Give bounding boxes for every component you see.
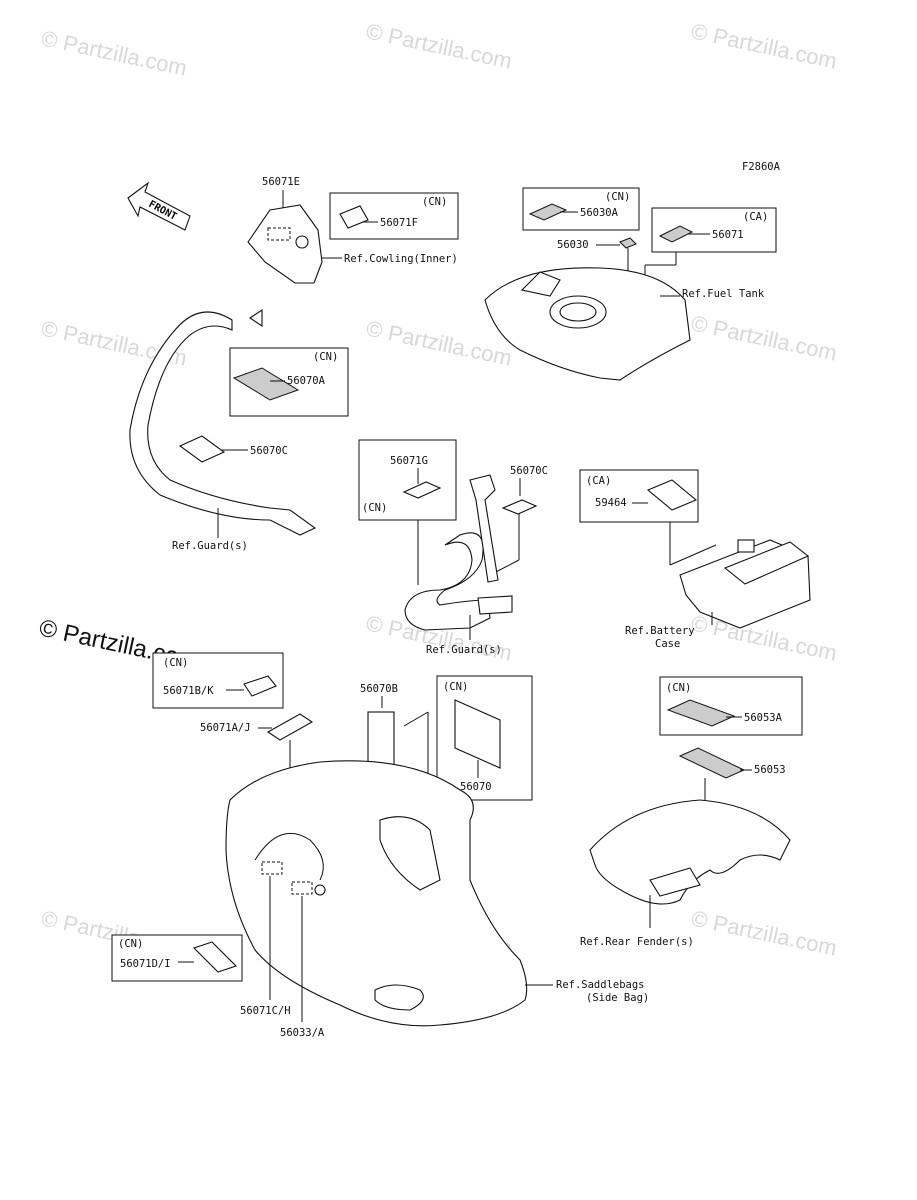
ref-guard-center-label: Ref.Guard(s) xyxy=(426,644,502,656)
part-56053A-label: 56053A xyxy=(744,712,783,724)
part-56071E-label: 56071E xyxy=(262,176,300,188)
ca-tag: (CA) xyxy=(743,211,768,223)
watermark: © Partzilla.com xyxy=(689,310,839,365)
part-56071F-label: 56071F xyxy=(380,217,418,229)
cn-tag: (CN) xyxy=(443,681,468,693)
watermark: © Partzilla.com xyxy=(364,315,514,370)
cowling-inner-part xyxy=(247,204,323,284)
part-56071G-label: 56071G xyxy=(390,455,428,467)
ref-battery-label-2: Case xyxy=(655,638,680,650)
ref-fuel-tank-label: Ref.Fuel Tank xyxy=(682,288,765,300)
diagram-code: F2860A xyxy=(742,161,781,173)
label-59464-icon xyxy=(646,479,698,511)
part-56071DI-label: 56071D/I xyxy=(120,958,171,970)
ref-battery-label-1: Ref.Battery xyxy=(625,625,695,637)
label-56053-icon xyxy=(678,747,746,779)
guard-center-part xyxy=(404,532,491,631)
cn-tag: (CN) xyxy=(362,502,387,514)
part-56071BK-label: 56071B/K xyxy=(163,685,214,697)
cn-tag: (CN) xyxy=(163,657,188,669)
cn-box-56071G xyxy=(358,439,457,521)
watermark: © Partzilla.com xyxy=(689,905,839,960)
label-56070C-2-icon xyxy=(501,499,538,515)
label-56030-icon xyxy=(619,237,637,249)
part-56071AJ-label: 56071A/J xyxy=(200,722,251,734)
rear-fender-group: (CN) 56053A 56053 Ref.Rear Fender(s) xyxy=(580,676,803,948)
part-56053-label: 56053 xyxy=(754,764,786,776)
cn-tag: (CN) xyxy=(605,191,630,203)
ref-saddlebags-label-1: Ref.Saddlebags xyxy=(556,979,645,991)
part-56070C-2-label: 56070C xyxy=(510,465,548,477)
label-56070A-icon xyxy=(232,367,300,401)
label-56071DI-icon xyxy=(192,941,238,973)
label-56053A-icon xyxy=(666,699,736,727)
cn-tag: (CN) xyxy=(313,351,338,363)
watermark: © Partzilla.com xyxy=(689,18,839,73)
cn-box-56071F xyxy=(329,192,459,240)
fuel-tank-group: (CN) 56030A 56030 (CA) 56071 Ref.Fuel Ta… xyxy=(484,187,777,381)
watermark: © Partzilla.com xyxy=(364,18,514,73)
ref-cowling-label: Ref.Cowling(Inner) xyxy=(344,253,458,265)
part-56071CH-label: 56071C/H xyxy=(240,1005,291,1017)
cn-tag: (CN) xyxy=(118,938,143,950)
part-56071-label: 56071 xyxy=(712,229,744,241)
part-56070B-label: 56070B xyxy=(360,683,398,695)
watermark: © Partzilla.com xyxy=(39,25,189,80)
saddlebag-part xyxy=(225,760,528,1027)
label-56070B-icon xyxy=(367,711,395,767)
rear-fender-part xyxy=(589,799,791,905)
ref-rear-fender-label: Ref.Rear Fender(s) xyxy=(580,936,694,948)
ref-saddlebags-label-2: (Side Bag) xyxy=(586,992,649,1004)
label-56070C-icon xyxy=(178,435,226,463)
label-56071-icon xyxy=(658,225,694,243)
label-56071F-icon xyxy=(339,205,369,229)
battery-case-group: (CA) 59464 Ref.Battery Case xyxy=(579,469,811,650)
guard-left-group: (CN) 56070A 56070C Ref.Guard(s) xyxy=(129,308,349,552)
ref-guard-label: Ref.Guard(s) xyxy=(172,540,248,552)
part-56070A-label: 56070A xyxy=(287,375,326,387)
front-arrow-icon: FRONT xyxy=(127,181,191,231)
cowling-inner-group: 56071E Ref.Cowling(Inner) (CN) 56071F xyxy=(247,176,459,284)
part-56030-label: 56030 xyxy=(557,239,589,251)
cn-tag: (CN) xyxy=(666,682,691,694)
part-56070-label: 56070 xyxy=(460,781,492,793)
guard-center-group: 56071G (CN) 56070C Ref.Guard(s) xyxy=(358,439,548,656)
label-56071BK-icon xyxy=(243,675,277,697)
label-56070-icon xyxy=(454,699,501,769)
part-59464-label: 59464 xyxy=(595,497,627,509)
label-56071AJ-icon xyxy=(266,713,314,741)
guard-left-part xyxy=(129,308,317,536)
part-56030A-label: 56030A xyxy=(580,207,619,219)
ca-tag: (CA) xyxy=(586,475,611,487)
saddlebag-group: (CN) 56071B/K 56071A/J 56070B (CN) 56070… xyxy=(111,652,649,1039)
label-56071G-icon xyxy=(402,481,442,499)
part-56070C-label: 56070C xyxy=(250,445,288,457)
label-56030A-icon xyxy=(528,203,568,221)
cn-tag: (CN) xyxy=(422,196,447,208)
part-56033A-label: 56033/A xyxy=(280,1027,325,1039)
